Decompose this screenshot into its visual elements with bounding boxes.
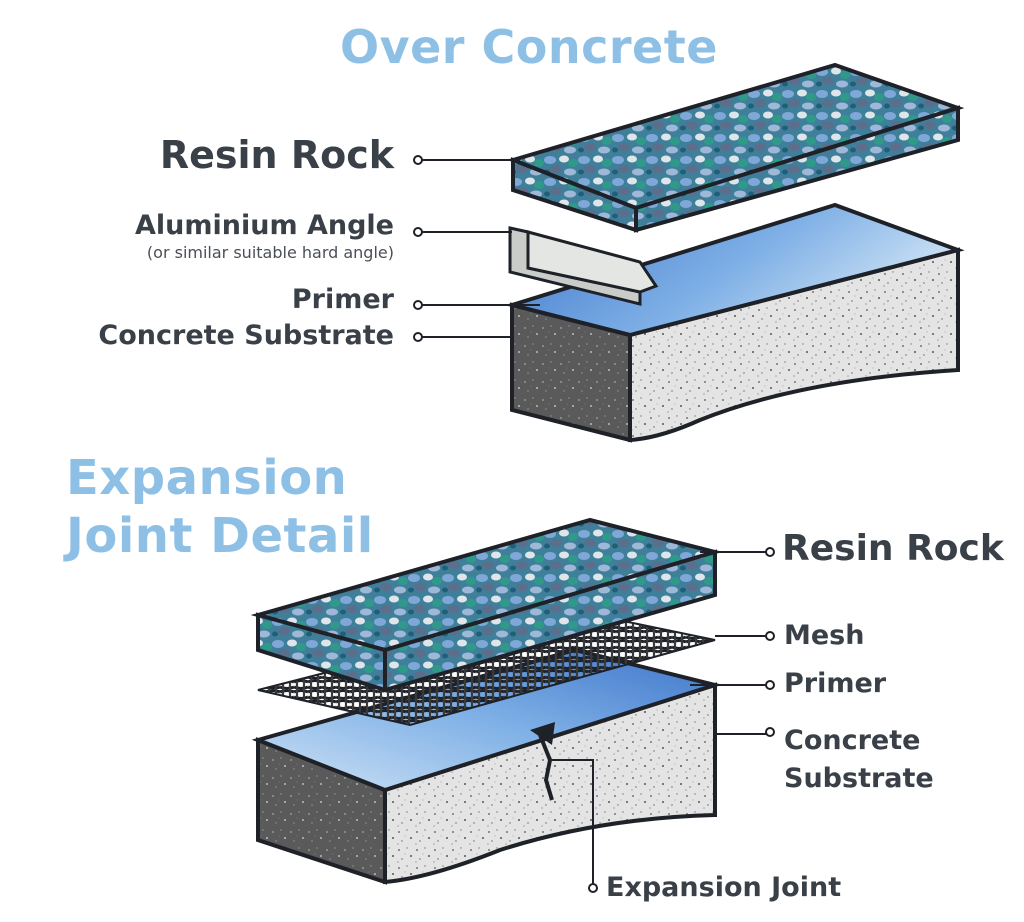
label-top-resin-rock: Resin Rock: [159, 133, 394, 177]
label-expansion-joint: Expansion Joint: [606, 872, 842, 903]
label-top-concrete-substrate: Concrete Substrate: [98, 320, 394, 351]
label-mesh: Mesh: [784, 620, 865, 651]
label-concrete-line2: Substrate: [784, 763, 934, 794]
top-resin-slab: [506, 62, 965, 233]
title-expansion-line2: Joint Detail: [66, 508, 374, 564]
bottom-diagram: [250, 517, 775, 893]
label-aluminium-angle-note: (or similar suitable hard angle): [146, 243, 394, 262]
bottom-leader-dots: [588, 547, 775, 893]
top-leaders: [420, 159, 540, 338]
label-aluminium-angle: Aluminium Angle: [134, 210, 394, 241]
label-bottom-primer: Primer: [784, 668, 887, 699]
top-diagram: [413, 62, 965, 443]
top-concrete-block: [504, 202, 965, 443]
label-bottom-resin-rock: Resin Rock: [782, 528, 1004, 569]
top-leader-dots: [413, 155, 423, 342]
label-top-primer: Primer: [291, 284, 394, 315]
title-over-concrete: Over Concrete: [340, 20, 718, 74]
bottom-resin-slab: [250, 517, 723, 693]
aluminium-angle: [508, 226, 659, 306]
label-concrete-line1: Concrete: [784, 725, 921, 756]
title-expansion-line1: Expansion: [66, 450, 348, 506]
